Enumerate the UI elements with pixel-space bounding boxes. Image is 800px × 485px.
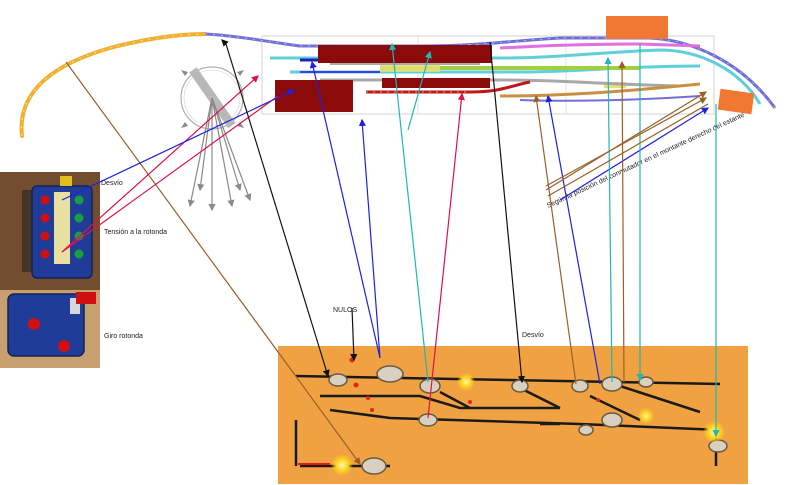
track-cyan-line: [270, 48, 762, 105]
building-top-right: [606, 16, 668, 39]
label-desvio-left: Desvío: [101, 180, 123, 187]
track-red-line: [366, 80, 531, 94]
led-lit: [457, 373, 475, 391]
label-tension-rotonda: Tensión a la rotonda: [104, 229, 167, 236]
station-area-outline: [261, 35, 715, 115]
connector-arrows: [61, 39, 720, 465]
building-right: [717, 88, 755, 115]
control-panel: [278, 346, 748, 484]
label-nulos: NULOS: [333, 307, 357, 314]
track-layout: [19, 16, 777, 212]
led-lit: [703, 421, 725, 443]
panel-switches: [328, 365, 728, 475]
label-giro-rotonda: Giro rotonda: [104, 333, 143, 340]
label-desvio-panel: Desvío: [522, 332, 544, 339]
led-lit: [331, 454, 353, 476]
platform-lower: [275, 80, 353, 112]
platform-upper: [318, 45, 492, 63]
track-magenta-line: [499, 42, 701, 50]
led-lit: [638, 408, 654, 424]
track-blue-mainline: [204, 32, 777, 109]
control-box-photo: [0, 172, 100, 368]
track-left-loop: [19, 32, 207, 138]
